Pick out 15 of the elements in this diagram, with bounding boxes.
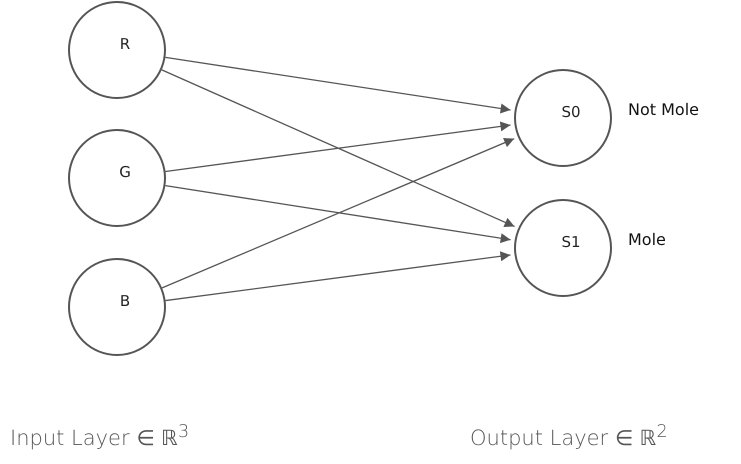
layer-caption: Input Layer ∈ ℝ$^{3}$ [10,422,190,450]
layer-caption: Output Layer ∈ ℝ$^{2}$ [470,422,668,450]
arrow [165,251,511,302]
neuron-label: R [120,35,130,53]
arrow [165,184,511,244]
arrow [165,121,511,172]
output-class-label: Not Mole [628,100,699,119]
arrow [162,69,515,228]
output-class-label: Mole [628,230,666,249]
neuron-label: S1 [561,233,581,251]
arrow [162,138,514,288]
neuron-label: G [119,163,131,181]
arrow [165,56,511,114]
neuron-label: B [120,292,130,310]
neuron-label: S0 [561,103,581,121]
